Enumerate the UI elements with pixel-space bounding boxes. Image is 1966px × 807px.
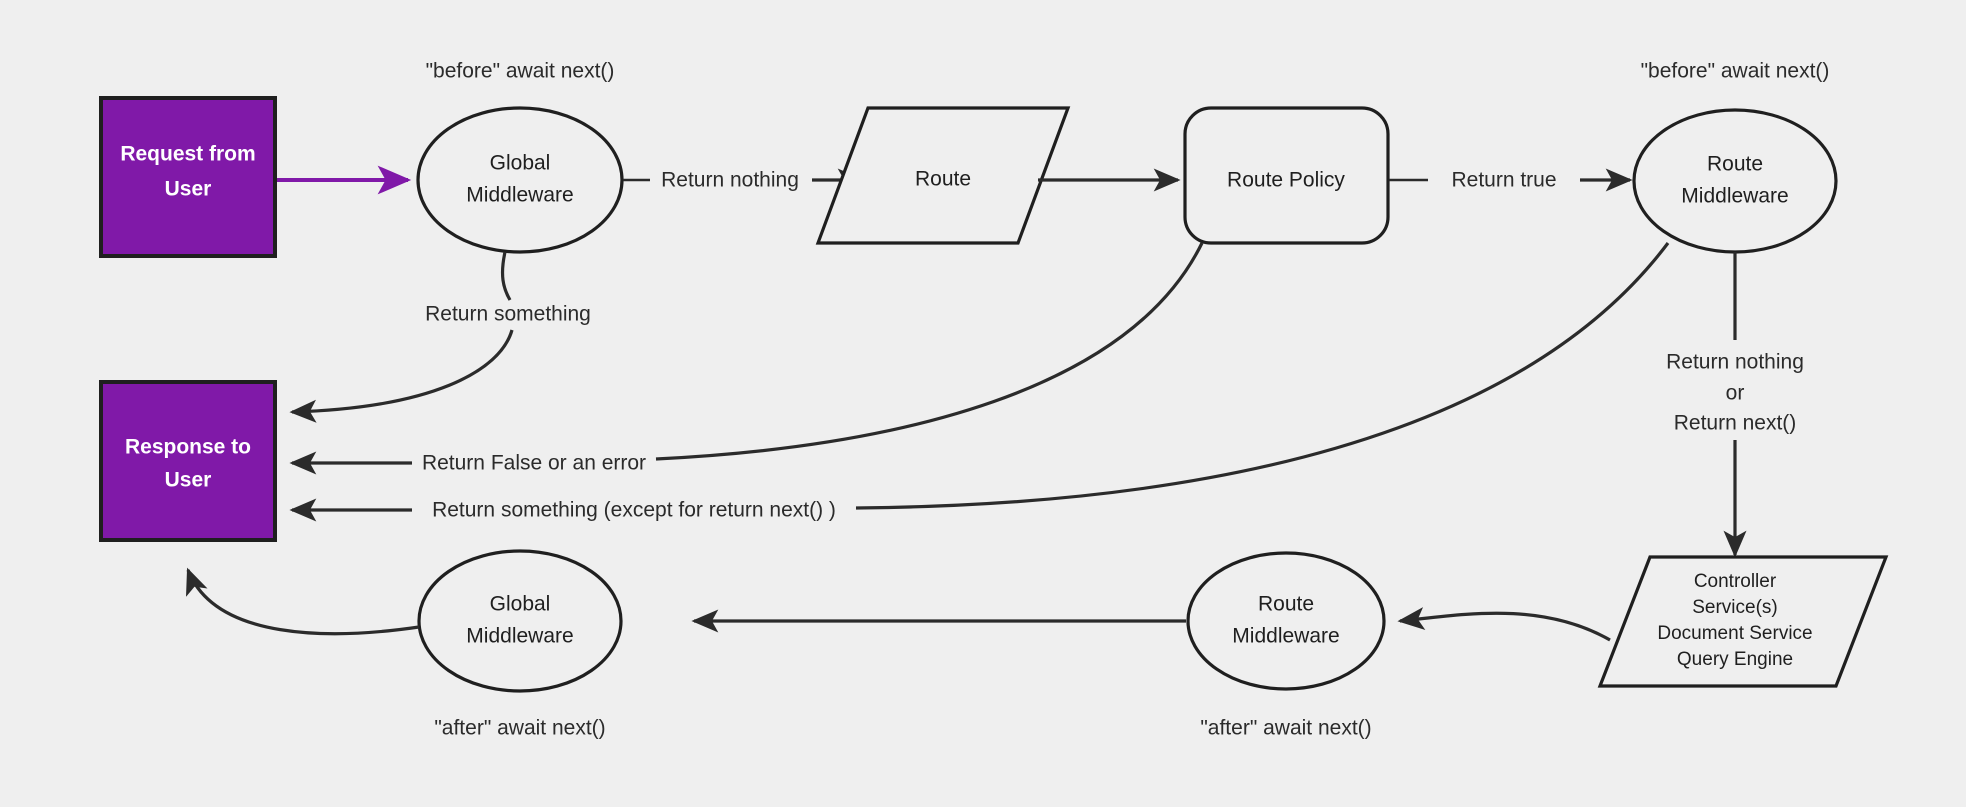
edge-route-middleware-return-something-curve (855, 242, 1670, 510)
node-request-from-user-label-line2: User (165, 178, 212, 201)
edge-label-return-false-or-error: Return False or an error (422, 452, 646, 475)
node-controller-stack-line3: Document Service (1657, 623, 1812, 644)
annotation-before-global-middleware: "before" await next() (426, 60, 615, 83)
node-route-middleware-after (1186, 551, 1386, 691)
edge-label-route-mw-next-line3: Return next() (1674, 412, 1797, 435)
edge-global-mw-after-to-response (186, 567, 420, 636)
edge-label-route-mw-next-line2: or (1726, 382, 1745, 405)
edge-label-route-mw-next-line1: Return nothing (1666, 351, 1804, 374)
node-controller-stack-line4: Query Engine (1677, 649, 1793, 670)
annotation-after-global-middleware: "after" await next() (434, 717, 605, 740)
node-route (815, 106, 1071, 245)
node-request-from-user (99, 96, 277, 258)
node-route-label: Route (915, 168, 971, 191)
edge-global-return-something-upper (500, 251, 512, 301)
node-controller-stack-line2: Service(s) (1692, 597, 1778, 618)
edge-controller-to-route-middleware-after (1397, 607, 1611, 642)
node-route-policy (1183, 106, 1390, 245)
edge-label-return-something-except-next: Return something (except for return next… (432, 499, 836, 522)
node-global-middleware-after (417, 549, 623, 693)
node-response-to-user (99, 380, 277, 542)
edge-label-return-nothing: Return nothing (661, 169, 799, 192)
node-route-middleware-after-label-line2: Middleware (1232, 625, 1339, 648)
node-route-middleware-before (1632, 108, 1838, 254)
node-controller-stack (1597, 555, 1889, 688)
node-global-middleware-before (416, 106, 624, 254)
edge-route-policy-return-false-curve (655, 242, 1204, 461)
node-controller-stack-line1: Controller (1694, 571, 1777, 592)
node-global-middleware-before-label-line2: Middleware (466, 184, 573, 207)
node-global-middleware-after-label-line2: Middleware (466, 625, 573, 648)
node-request-from-user-label-line1: Request from (120, 143, 255, 166)
node-global-middleware-before-label-line1: Global (490, 152, 551, 175)
node-route-middleware-before-label-line2: Middleware (1681, 185, 1788, 208)
node-route-middleware-before-label-line1: Route (1707, 153, 1763, 176)
edge-global-to-response-return-something (289, 329, 514, 423)
node-global-middleware-after-label-line1: Global (490, 593, 551, 616)
annotation-after-route-middleware: "after" await next() (1200, 717, 1371, 740)
node-route-middleware-after-label-line1: Route (1258, 593, 1314, 616)
node-response-to-user-label-line2: User (165, 469, 212, 492)
node-route-policy-label: Route Policy (1227, 169, 1345, 192)
edge-label-return-true: Return true (1451, 169, 1556, 192)
node-response-to-user-label-line1: Response to (125, 436, 251, 459)
annotation-before-route-middleware: "before" await next() (1641, 60, 1830, 83)
edge-label-return-something: Return something (425, 303, 591, 326)
